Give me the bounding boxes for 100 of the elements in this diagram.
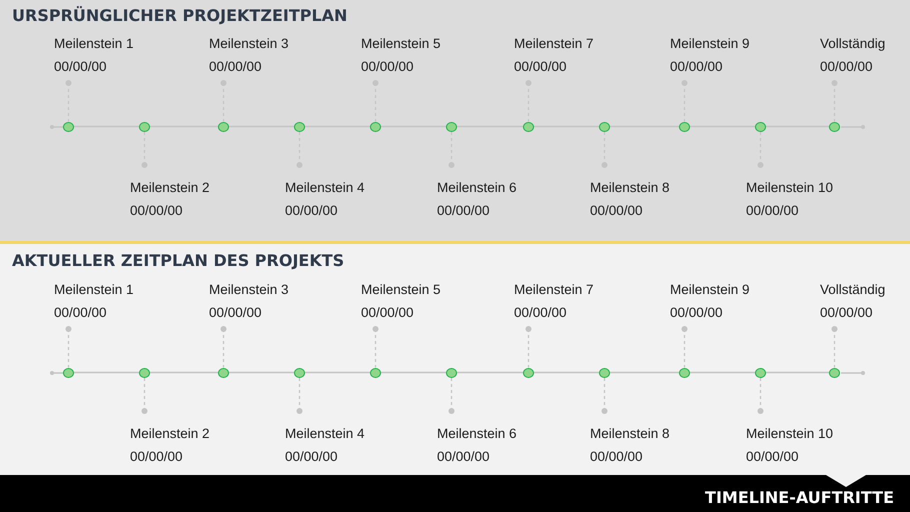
milestone-name: Vollständig [820, 282, 886, 297]
leader-line [142, 378, 148, 414]
milestone-name: Meilenstein 3 [209, 282, 289, 297]
milestone-name: Meilenstein 10 [746, 180, 834, 195]
milestone-date: 00/00/00 [437, 203, 490, 218]
leader-line [372, 80, 378, 122]
leader-line [526, 80, 532, 122]
milestone-name: Meilenstein 1 [54, 36, 134, 51]
milestone-dot [446, 368, 457, 378]
milestone-dot [523, 368, 534, 378]
milestone-dot [446, 122, 457, 132]
leader-line [682, 80, 688, 122]
milestone-date: 00/00/00 [746, 203, 799, 218]
milestone-date: 00/00/00 [209, 305, 262, 320]
milestone-dot [139, 368, 150, 378]
milestone-dot [294, 122, 305, 132]
milestone-dot [63, 368, 74, 378]
leader-line [448, 378, 454, 414]
leader-line [832, 326, 838, 368]
milestone-name: Meilenstein 10 [746, 426, 834, 441]
timeline-line [534, 372, 599, 374]
milestone-dot [294, 368, 305, 378]
milestone-date: 00/00/00 [514, 59, 567, 74]
leader-line [448, 132, 454, 168]
milestone-name: Meilenstein 7 [514, 36, 594, 51]
milestone-dot [679, 122, 690, 132]
milestone-name: Meilenstein 1 [54, 282, 134, 297]
leader-line [682, 326, 688, 368]
milestone-date: 00/00/00 [285, 203, 338, 218]
leader-line [296, 132, 302, 168]
leader-line [296, 378, 302, 414]
milestone-date: 00/00/00 [670, 305, 723, 320]
leader-line [66, 80, 72, 122]
milestone-date: 00/00/00 [209, 59, 262, 74]
timeline-line [305, 372, 370, 374]
section-heading: AKTUELLER ZEITPLAN DES PROJEKTS [12, 251, 344, 270]
milestone-dot [523, 122, 534, 132]
milestone-dot [829, 122, 840, 132]
milestone-date: 00/00/00 [820, 305, 873, 320]
milestone-name: Meilenstein 6 [437, 180, 517, 195]
leader-line [142, 132, 148, 168]
milestone-dot [599, 368, 610, 378]
milestone-dot [755, 368, 766, 378]
milestone-date: 00/00/00 [285, 449, 338, 464]
milestone-dot [755, 122, 766, 132]
leader-line [758, 132, 764, 168]
timeline-line [690, 372, 755, 374]
milestone-date: 00/00/00 [437, 449, 490, 464]
timeline-line [766, 372, 829, 374]
milestone-date: 00/00/00 [130, 449, 183, 464]
milestone-dot [218, 122, 229, 132]
milestone-name: Meilenstein 5 [361, 282, 441, 297]
milestone-name: Meilenstein 9 [670, 282, 750, 297]
leader-line [832, 80, 838, 122]
milestone-name: Meilenstein 2 [130, 180, 210, 195]
milestone-name: Meilenstein 7 [514, 282, 594, 297]
milestone-name: Meilenstein 4 [285, 426, 365, 441]
footer-title: TIMELINE-AUFTRITTE [705, 488, 894, 507]
milestone-date: 00/00/00 [746, 449, 799, 464]
milestone-name: Meilenstein 9 [670, 36, 750, 51]
leader-line [602, 378, 608, 414]
milestone-dot [599, 122, 610, 132]
milestone-date: 00/00/00 [361, 305, 414, 320]
milestone-dot [139, 122, 150, 132]
timeline-panel [0, 0, 910, 241]
milestone-name: Meilenstein 2 [130, 426, 210, 441]
milestone-name: Meilenstein 6 [437, 426, 517, 441]
leader-line [526, 326, 532, 368]
timeline-line [74, 372, 139, 374]
milestone-date: 00/00/00 [670, 59, 723, 74]
milestone-date: 00/00/00 [130, 203, 183, 218]
milestone-dot [63, 122, 74, 132]
milestone-dot [218, 368, 229, 378]
milestone-dot [370, 368, 381, 378]
timeline-line [457, 372, 523, 374]
milestone-date: 00/00/00 [590, 449, 643, 464]
milestone-date: 00/00/00 [54, 59, 107, 74]
milestone-dot [370, 122, 381, 132]
section-heading: URSPRÜNGLICHER PROJEKTZEITPLAN [12, 6, 348, 25]
timeline-line [610, 372, 679, 374]
milestone-name: Meilenstein 5 [361, 36, 441, 51]
milestone-name: Meilenstein 4 [285, 180, 365, 195]
milestone-dot [679, 368, 690, 378]
milestone-date: 00/00/00 [361, 59, 414, 74]
leader-line [220, 326, 226, 368]
timeline-line [229, 372, 294, 374]
timeline-line [381, 372, 446, 374]
milestone-date: 00/00/00 [54, 305, 107, 320]
milestone-date: 00/00/00 [820, 59, 873, 74]
milestone-date: 00/00/00 [590, 203, 643, 218]
milestone-name: Meilenstein 3 [209, 36, 289, 51]
leader-line [66, 326, 72, 368]
leader-line [372, 326, 378, 368]
leader-line [758, 378, 764, 414]
milestone-date: 00/00/00 [514, 305, 567, 320]
leader-line [602, 132, 608, 168]
timeline-line [150, 372, 218, 374]
milestone-name: Meilenstein 8 [590, 180, 670, 195]
milestone-dot [829, 368, 840, 378]
milestone-name: Vollständig [820, 36, 886, 51]
